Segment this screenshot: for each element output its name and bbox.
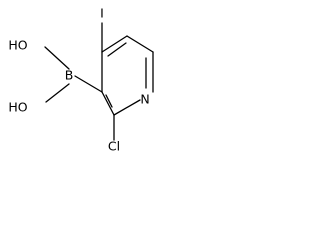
bond-c5-c6 <box>126 35 154 53</box>
bond-c4-c5 <box>101 35 128 53</box>
boron-atom-label: B <box>65 68 74 83</box>
iodine-atom-label: I <box>100 6 104 21</box>
hydroxyl-bottom-label: HO <box>8 100 27 115</box>
nitrogen-atom-label: N <box>140 92 149 107</box>
bond-double-c4-c5 <box>107 42 127 57</box>
bond-c3-boron <box>74 75 103 93</box>
chlorine-atom-label: Cl <box>108 139 120 154</box>
hydroxyl-top-label: HO <box>8 38 27 53</box>
bond-n1-c2 <box>113 99 141 116</box>
bond-boron-oh-bottom <box>45 83 70 103</box>
bonds <box>44 22 154 141</box>
bond-c2-c3 <box>101 91 115 116</box>
atom-labels: I B HO HO N Cl <box>8 6 149 154</box>
bond-boron-oh-top <box>44 46 70 70</box>
bond-double-c2-c3 <box>105 94 113 108</box>
chemical-structure: I B HO HO N Cl <box>8 6 154 154</box>
